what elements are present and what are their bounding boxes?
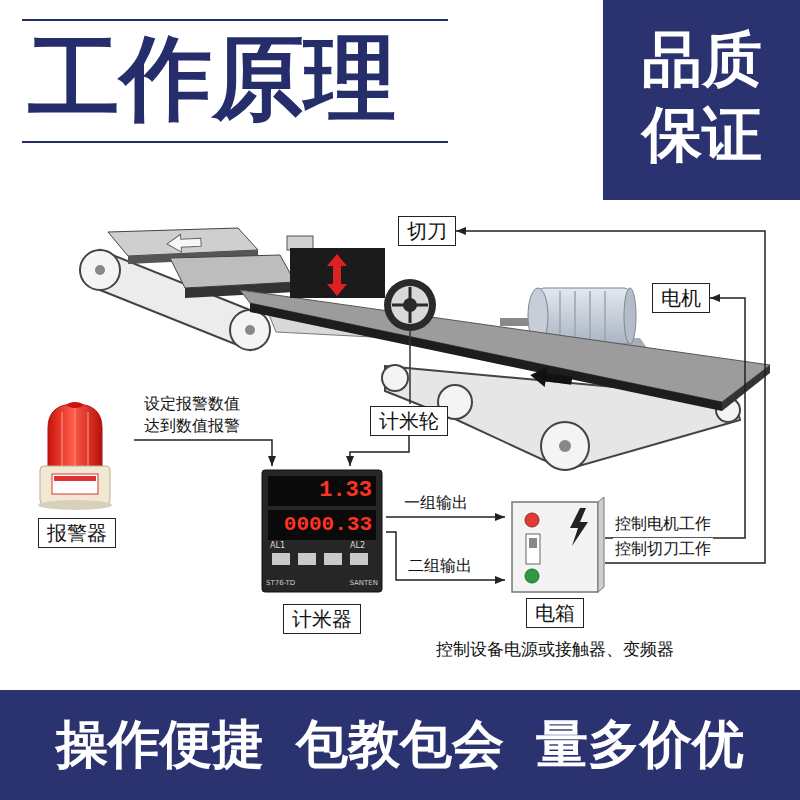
green-button: [525, 569, 539, 583]
connector-line: [456, 231, 765, 563]
node-label: 电箱: [526, 598, 584, 628]
quality-badge: 品质 保证: [603, 0, 800, 200]
flow-arrow: [167, 233, 202, 253]
red-button: [525, 513, 539, 527]
flow-arrow: [529, 365, 573, 391]
motor-fins: [560, 291, 605, 341]
alarm-base: [40, 466, 110, 504]
node-label: 计米轮: [379, 409, 439, 433]
node-label: 计米器: [283, 604, 361, 634]
motor-cap: [624, 288, 636, 344]
connector-line: [386, 516, 505, 518]
flow-arrow: [529, 365, 573, 391]
box-switch: [526, 534, 540, 564]
connector-line: [386, 532, 505, 580]
control-box: 电箱: [505, 498, 605, 628]
meter-wheel: [384, 279, 436, 331]
node-label: 电机: [661, 286, 701, 310]
node-label: 报警器: [38, 518, 116, 548]
meter-key: [324, 553, 342, 565]
meter-frame: [262, 470, 382, 592]
edge-label: 设定报警数值 达到数值报警: [142, 393, 248, 437]
cutter-body: [290, 248, 385, 298]
part-tag: 计米轮: [370, 406, 448, 436]
title-rule: [22, 19, 448, 21]
meter-wheel: [391, 286, 429, 324]
wheel-hub: [403, 298, 417, 312]
meter-display: [268, 510, 376, 540]
box-switch: [529, 538, 537, 548]
strip-edge: [722, 365, 770, 411]
brand-name: SANTEN: [338, 579, 378, 588]
roller-hub: [95, 265, 105, 275]
edge-label: 控制切刀工作: [613, 538, 713, 560]
alarm-cap: [67, 402, 83, 408]
display-value: 0000.33: [270, 512, 372, 538]
meter-key: [350, 553, 368, 565]
connector-line: [605, 298, 745, 538]
connector-line: [350, 436, 409, 466]
page-title: 工作原理: [28, 28, 396, 129]
cutter-head: [287, 236, 313, 250]
signal-wire: [409, 331, 411, 404]
lightning-icon: [570, 508, 588, 546]
edge-label: 二组输出: [406, 555, 474, 577]
alarm-dome: [48, 404, 102, 468]
meter-display: [268, 476, 376, 506]
alarm-ribs: [62, 408, 88, 466]
alarm-indicator: AL2: [350, 541, 365, 551]
box-side: [598, 497, 604, 592]
node-label: 品质 保证: [642, 24, 762, 169]
note-text: 控制设备电源或接触器、变频器: [436, 638, 674, 660]
part-tag: 切刀: [398, 216, 456, 246]
roller: [230, 310, 270, 350]
model-number: ST76-TD: [266, 579, 295, 588]
edge-label: 一组输出: [402, 492, 470, 514]
alarm-indicator: AL1: [270, 541, 285, 551]
cutter-arrow: [327, 254, 347, 296]
roller: [382, 365, 408, 391]
slogan-band: 操作便捷 包教包会 量多价优: [0, 690, 800, 800]
roller-hub: [559, 440, 571, 452]
roller: [80, 250, 120, 290]
alarm-sticker: [52, 474, 98, 494]
alarm-foot: [38, 500, 112, 510]
roller: [541, 422, 589, 470]
meter-key: [298, 553, 316, 565]
wheel-spokes: [392, 287, 428, 323]
roller-hub: [245, 325, 255, 335]
display-value: 1.33: [270, 478, 372, 504]
part-tag: 电机: [652, 283, 710, 313]
node-label: 操作便捷 包教包会 量多价优: [56, 710, 744, 780]
edge-label: 控制电机工作: [613, 513, 713, 535]
flow-arrow: [167, 233, 202, 253]
alarm-sticker: [54, 476, 96, 481]
meter-key: [272, 553, 290, 565]
connector-line: [134, 440, 272, 466]
strip-edge: [250, 303, 722, 411]
box-body: [512, 502, 598, 592]
alarm-device: 报警器: [20, 398, 134, 548]
node-label: 切刀: [407, 219, 447, 243]
title-rule: [22, 141, 448, 143]
